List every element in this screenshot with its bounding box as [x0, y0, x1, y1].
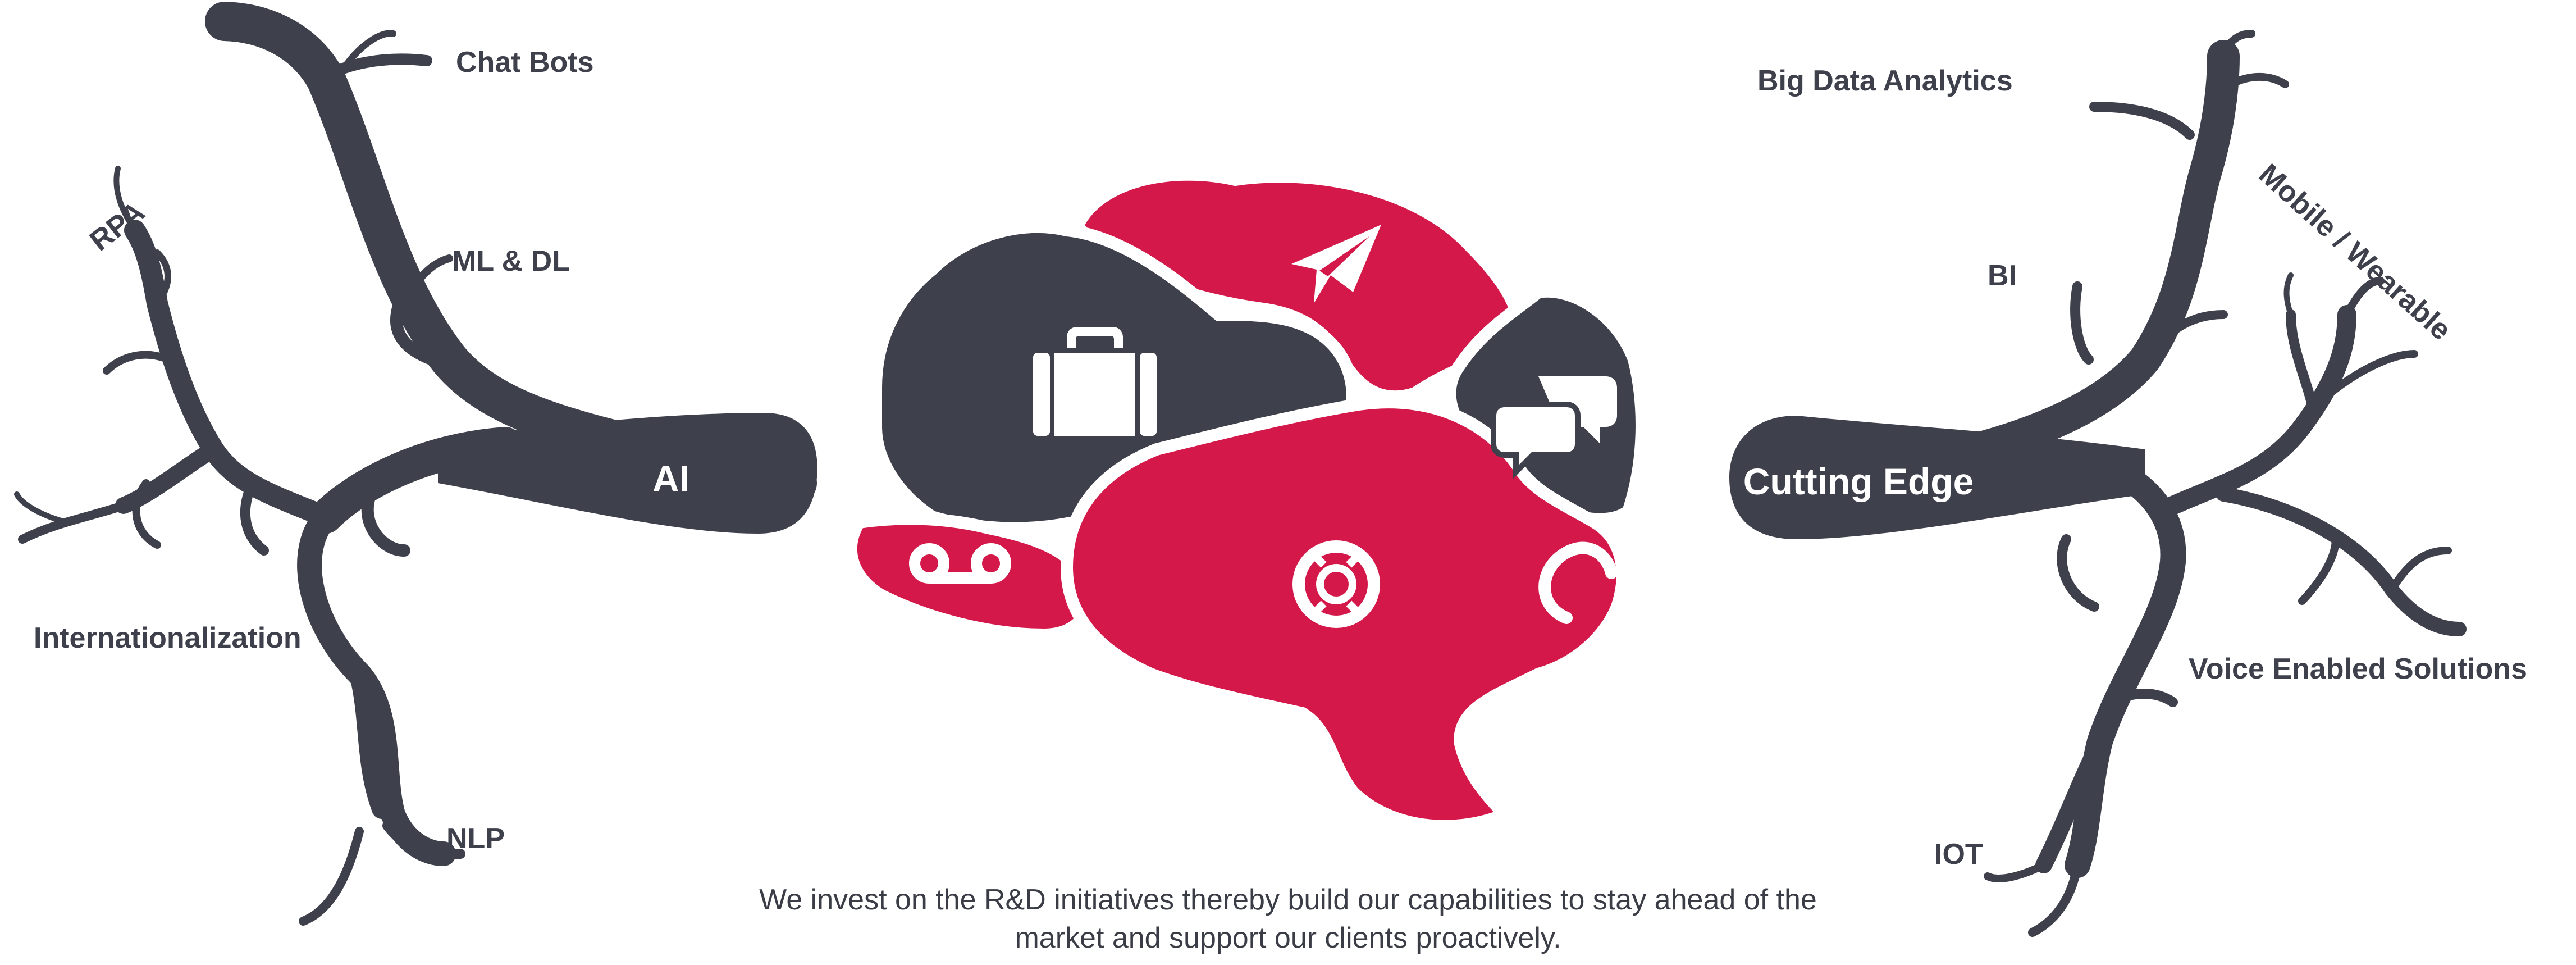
label-ml-dl: ML & DL	[452, 245, 570, 277]
caption: We invest on the R&D initiatives thereby…	[558, 881, 2018, 957]
brain-curl	[1538, 541, 1618, 624]
briefcase-icon	[1033, 327, 1157, 436]
caption-line-1: We invest on the R&D initiatives thereby…	[759, 884, 1817, 916]
label-voice-enabled: Voice Enabled Solutions	[2189, 653, 2527, 685]
ai-hub-label: AI	[652, 458, 689, 499]
ai-hub-shape	[438, 413, 817, 534]
label-big-data-analytics: Big Data Analytics	[1757, 65, 2013, 97]
left-tree	[14, 2, 817, 926]
label-chat-bots: Chat Bots	[456, 46, 594, 79]
label-iot: IOT	[1934, 838, 1983, 871]
lifebuoy-icon	[1292, 540, 1380, 628]
cutting-edge-hub-shape	[1729, 416, 2145, 539]
voicemail-icon	[909, 543, 1011, 584]
caption-line-2: market and support our clients proactive…	[1015, 922, 1561, 954]
brain-graphic	[845, 168, 1648, 832]
chat-bubbles-icon	[1491, 376, 1617, 479]
label-bi: BI	[1988, 260, 2017, 292]
label-nlp: NLP	[446, 822, 505, 855]
cutting-edge-hub-label: Cutting Edge	[1743, 461, 1974, 502]
label-internationalization: Internationalization	[34, 622, 302, 654]
paper-plane-icon	[1291, 225, 1381, 303]
